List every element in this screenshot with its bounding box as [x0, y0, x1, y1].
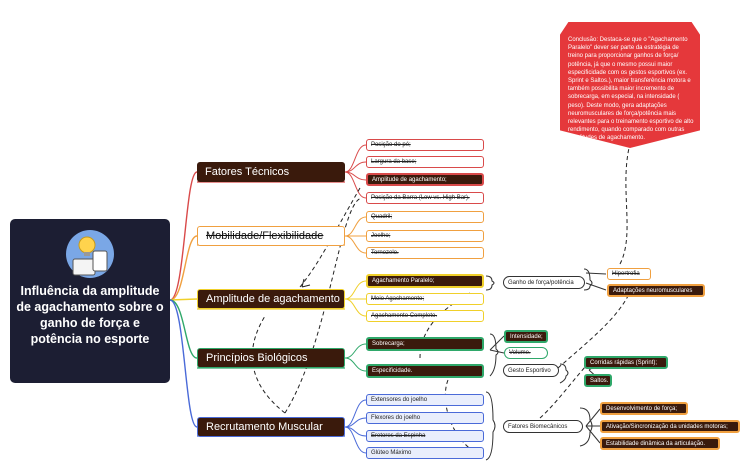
leaf-label: Tornozelo.: [371, 250, 399, 256]
leaf-joelho[interactable]: Joelho;: [366, 230, 484, 242]
node-fatores-biomecanicos[interactable]: Fatores Biomecânicos: [503, 420, 583, 433]
leaf-label: Largura da base;: [371, 159, 417, 165]
leaf-label: Meio Agachamento;: [371, 296, 425, 302]
leaf-agachamento-completo[interactable]: Agachamento Completo.: [366, 310, 484, 322]
leaf-label: Glúteo Máximo: [371, 450, 412, 456]
leaf-label: Posição do pé;: [371, 142, 411, 148]
leaf-corridas-rapidas[interactable]: Corridas rápidas (Sprint);: [584, 356, 668, 369]
leaf-flexores-joelho[interactable]: Flexores do joelho: [366, 412, 484, 424]
leaf-hipertrofia[interactable]: Hipertrofia: [607, 268, 651, 280]
node-gesto-esportivo[interactable]: Gesto Esportivo: [503, 364, 559, 377]
branch-label: Amplitude de agachamento: [206, 293, 340, 305]
leaf-label: Saltos.: [590, 377, 609, 384]
branch-recrutamento[interactable]: Recrutamento Muscular: [197, 417, 345, 437]
leaf-saltos[interactable]: Saltos.: [584, 374, 612, 387]
leaf-especificidade[interactable]: Especificidade.: [366, 364, 484, 378]
node-ganho-forca[interactable]: Ganho de força/potência: [503, 276, 585, 289]
branch-label: Recrutamento Muscular: [206, 421, 323, 433]
leaf-label: Agachamento Completo.: [371, 313, 438, 319]
idea-icon: [66, 230, 114, 278]
leaf-largura-base[interactable]: Largura da base;: [366, 156, 484, 168]
leaf-ativacao-unidades[interactable]: Ativação/Sincronização da unidades motor…: [600, 420, 740, 433]
leaf-label: Corridas rápidas (Sprint);: [590, 359, 658, 366]
leaf-estabilidade-dinamica[interactable]: Estabilidade dinâmica da articulação.: [600, 437, 720, 450]
leaf-eretores-espinha[interactable]: Eretores da Espinha: [366, 430, 484, 442]
leaf-label: Agachamento Paralelo;: [372, 278, 435, 284]
leaf-label: Flexores do joelho: [371, 415, 421, 421]
conclusion-text: Conclusão: Destaca-se que o "Agachamento…: [568, 37, 694, 142]
leaf-label: Posição da Barra (Low vs. High Bar).: [371, 195, 470, 201]
leaf-label: Amplitude de agachamento;: [372, 176, 447, 183]
leaf-agachamento-paralelo[interactable]: Agachamento Paralelo;: [366, 274, 484, 288]
conclusion-note[interactable]: Conclusão: Destaca-se que o "Agachamento…: [560, 22, 700, 148]
leaf-volume[interactable]: Volume.: [504, 347, 548, 359]
leaf-label: Especificidade.: [372, 368, 413, 374]
branch-amplitude[interactable]: Amplitude de agachamento: [197, 289, 345, 309]
leaf-label: Hipertrofia: [612, 271, 640, 277]
central-topic[interactable]: Influência da amplitude de agachamento s…: [10, 219, 170, 383]
branch-mobilidade[interactable]: Mobilidade/Flexibilidade: [197, 226, 345, 246]
central-topic-title: Influência da amplitude de agachamento s…: [16, 284, 164, 346]
leaf-label: Desenvolvimento de força;: [606, 405, 678, 412]
leaf-label: Ativação/Sincronização da unidades motor…: [606, 423, 728, 430]
leaf-label: Joelho;: [371, 233, 391, 239]
leaf-posicao-barra[interactable]: Posição da Barra (Low vs. High Bar).: [366, 192, 484, 204]
leaf-label: Quadril;: [371, 214, 393, 220]
node-label: Ganho de força/potência: [508, 279, 574, 286]
leaf-label: Eretores da Espinha: [371, 433, 426, 439]
leaf-label: Volume.: [509, 350, 531, 356]
leaf-posicao-pe[interactable]: Posição do pé;: [366, 139, 484, 151]
leaf-label: Sobrecarga;: [372, 341, 405, 347]
leaf-tornozelo[interactable]: Tornozelo.: [366, 247, 484, 259]
node-label: Gesto Esportivo: [508, 367, 551, 374]
leaf-meio-agachamento[interactable]: Meio Agachamento;: [366, 293, 484, 305]
leaf-desenvolvimento-forca[interactable]: Desenvolvimento de força;: [600, 402, 688, 415]
leaf-sobrecarga[interactable]: Sobrecarga;: [366, 337, 484, 351]
leaf-gluteo-maximo[interactable]: Glúteo Máximo: [366, 447, 484, 459]
branch-label: Mobilidade/Flexibilidade: [206, 230, 324, 242]
leaf-amplitude-agachamento[interactable]: Amplitude de agachamento;: [366, 173, 484, 186]
leaf-label: Extensores do joelho: [371, 397, 428, 403]
leaf-label: Intensidade;: [510, 333, 543, 340]
leaf-extensores-joelho[interactable]: Extensores do joelho: [366, 394, 484, 406]
leaf-label: Adaptações neuromusculares: [613, 287, 693, 294]
node-label: Fatores Biomecânicos: [508, 423, 568, 430]
branch-principios[interactable]: Princípios Biológicos: [197, 348, 345, 368]
branch-fatores-tecnicos[interactable]: Fatores Técnicos: [197, 162, 345, 182]
leaf-adaptacoes-neuromusculares[interactable]: Adaptações neuromusculares: [607, 284, 705, 297]
leaf-quadril[interactable]: Quadril;: [366, 211, 484, 223]
leaf-label: Estabilidade dinâmica da articulação.: [606, 440, 706, 447]
branch-label: Fatores Técnicos: [205, 166, 290, 178]
branch-label: Princípios Biológicos: [206, 352, 308, 364]
leaf-intensidade[interactable]: Intensidade;: [504, 330, 548, 343]
